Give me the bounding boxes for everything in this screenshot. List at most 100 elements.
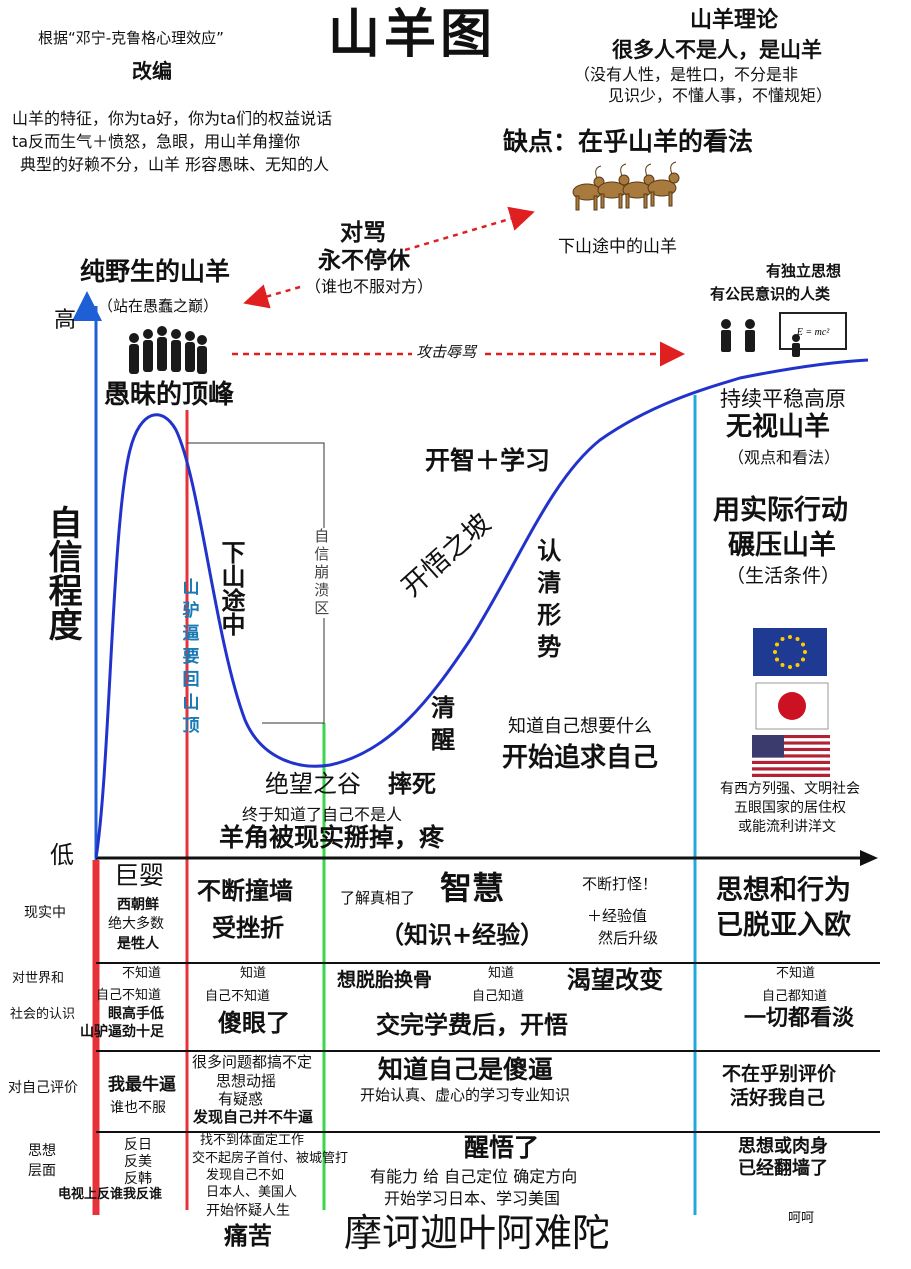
- us-flag-stripe: [752, 760, 830, 765]
- world-c2-a: 知道: [240, 966, 267, 981]
- reality-c1-b: 西朝鲜: [117, 897, 159, 913]
- horn-label: 羊角被现实掰掉，疼: [219, 823, 445, 852]
- thought-c2-e: 开始怀疑人生: [206, 1203, 290, 1219]
- self-c2-c: 有疑惑: [218, 1090, 264, 1108]
- self-c2-d: 发现自己并不牛逼: [193, 1108, 314, 1126]
- self-c3-b: 开始认真、虚心的学习专业知识: [360, 1086, 571, 1104]
- goats-caption: 下山途中的山羊: [558, 237, 677, 257]
- quarrel-arrow-left: [243, 284, 301, 309]
- traits-line-3: 典型的好赖不分，山羊 形容愚昧、无知的人: [20, 155, 330, 174]
- donkey-label: 山驴逼要回山顶: [178, 578, 199, 739]
- us-flag-stripe: [752, 764, 830, 768]
- self-c4-a: 不在乎别评价: [722, 1063, 837, 1085]
- self-c1-a: 我最牛逼: [108, 1075, 176, 1095]
- reality-c3-f: 然后升级: [598, 929, 659, 947]
- self-c2-b: 思想动摇: [216, 1072, 277, 1090]
- japan-flag-icon: [755, 682, 829, 730]
- reality-c2-a: 不断撞墙: [197, 877, 293, 905]
- world-c4-b: 自己都知道: [762, 989, 828, 1004]
- reality-c3-b: 智慧: [440, 869, 505, 907]
- x-axis-arrowhead: [860, 850, 878, 866]
- thought-c2-d: 日本人、美国人: [206, 1185, 298, 1200]
- action-line-1: 用实际行动: [713, 495, 848, 526]
- formula-text: E = mc²: [796, 327, 831, 338]
- us-flag-stripe: [752, 751, 830, 755]
- eu-flag-icon: [753, 628, 827, 676]
- traits-line-1: 山羊的特征，你为ta好，你为ta们的权益说话: [12, 109, 333, 128]
- source-note-line-1: 根据“邓宁-克鲁格心理效应”: [38, 29, 224, 47]
- confidence-curve: [94, 358, 869, 859]
- reality-c1-c: 绝大多数: [108, 916, 164, 932]
- y-axis-label: 自信程度: [42, 505, 83, 641]
- us-flag-stripe: [752, 754, 830, 758]
- reality-c2-b: 受挫折: [212, 914, 284, 942]
- us-flag-stripe: [752, 767, 830, 771]
- learn-label: 开智＋学习: [425, 446, 551, 475]
- thought-c2-b: 交不起房子首付、被城管打: [192, 1151, 349, 1166]
- row-header-self: 对自己评价: [8, 1080, 78, 1096]
- eu-star: [795, 663, 800, 667]
- eu-star: [773, 650, 777, 654]
- thought-c1-d: 电视上反谁我反谁: [58, 1187, 163, 1202]
- action-line-2: 碾压山羊: [728, 530, 836, 561]
- reality-c1-a: 巨婴: [114, 861, 165, 890]
- row-header-reality: 现实中: [24, 905, 66, 921]
- flags-caption-3: 或能流利讲洋文: [738, 819, 836, 835]
- thought-c2-a: 找不到体面定工作: [200, 1133, 305, 1148]
- collapse-zone-bracket: [187, 442, 325, 724]
- self-c3-a: 知道自己是傻逼: [378, 1055, 554, 1084]
- thought-c1-a: 反日: [124, 1137, 152, 1153]
- reality-c3-e: ＋经验值: [587, 907, 648, 925]
- theory-detail-1: （没有人性，是牲口，不分是非: [574, 65, 799, 84]
- reality-c3-c: （知识+经验）: [380, 921, 545, 949]
- quarrel-title: 对骂: [340, 220, 386, 246]
- self-c1-b: 谁也不服: [110, 1100, 166, 1116]
- eu-star: [803, 650, 807, 654]
- world-c1-c: 眼高手低: [108, 1006, 164, 1022]
- us-flag-stripe: [752, 741, 830, 745]
- world-c2-b: 自己不知道: [205, 989, 271, 1004]
- eu-star: [795, 637, 800, 641]
- row-header-world-1: 对世界和: [12, 971, 65, 986]
- action-line-3: （生活条件）: [726, 565, 841, 587]
- world-c1-a: 不知道: [122, 966, 162, 981]
- row-header-world-2: 社会的认识: [10, 1007, 76, 1022]
- us-flag-stripe: [752, 744, 830, 748]
- fall-label: 摔死: [388, 770, 436, 798]
- reality-c3-a: 了解真相了: [340, 889, 416, 907]
- people-icon: [721, 319, 755, 352]
- world-c2-c: 傻眼了: [218, 1009, 290, 1037]
- peak-label: 愚昧的顶峰: [104, 380, 235, 410]
- us-flag-stripe: [752, 735, 830, 739]
- thought-c4-a: 思想或肉身: [738, 1136, 828, 1157]
- want-line-2: 开始追求自己: [502, 743, 659, 773]
- eu-star: [780, 637, 785, 641]
- world-c1-b: 自己不知道: [96, 988, 162, 1003]
- world-c1-d: 山驴逼劲十足: [80, 1024, 164, 1040]
- thought-c3-b: 有能力 给 自己定位 确定方向: [370, 1167, 578, 1186]
- plateau-line-3: （观点和看法）: [728, 448, 841, 467]
- valley-label: 绝望之谷: [265, 770, 361, 798]
- theory-title: 山羊理论: [690, 8, 779, 33]
- row-header-thought-2: 层面: [28, 1163, 56, 1179]
- quarrel-arrow-up: [404, 206, 535, 252]
- quarrel-subtitle: 永不停休: [318, 248, 410, 274]
- thought-c3-c: 开始学习日本、学习美国: [384, 1189, 561, 1208]
- want-line-1: 知道自己想要什么: [508, 716, 652, 737]
- reality-c1-d: 是牲人: [117, 936, 159, 952]
- world-c4-a: 不知道: [776, 966, 816, 981]
- see-clearly-label: 认清形势: [532, 538, 561, 666]
- flags-caption-2: 五眼国家的居住权: [734, 800, 846, 816]
- us-flag-stripe: [752, 770, 830, 774]
- reality-c3-d: 不断打怪！: [582, 875, 658, 893]
- plateau-line-1: 持续平稳高原: [720, 387, 846, 411]
- us-flag-stripe: [752, 773, 830, 777]
- us-flag-canton: [752, 735, 784, 758]
- reality-c4-b: 已脱亚入欧: [716, 910, 851, 941]
- us-flag-icon: [752, 735, 830, 777]
- crowd-icon: [129, 326, 207, 374]
- eu-star: [788, 665, 792, 669]
- thought-c3-a: 醒悟了: [464, 1133, 540, 1162]
- wake-label: 清醒: [426, 695, 455, 759]
